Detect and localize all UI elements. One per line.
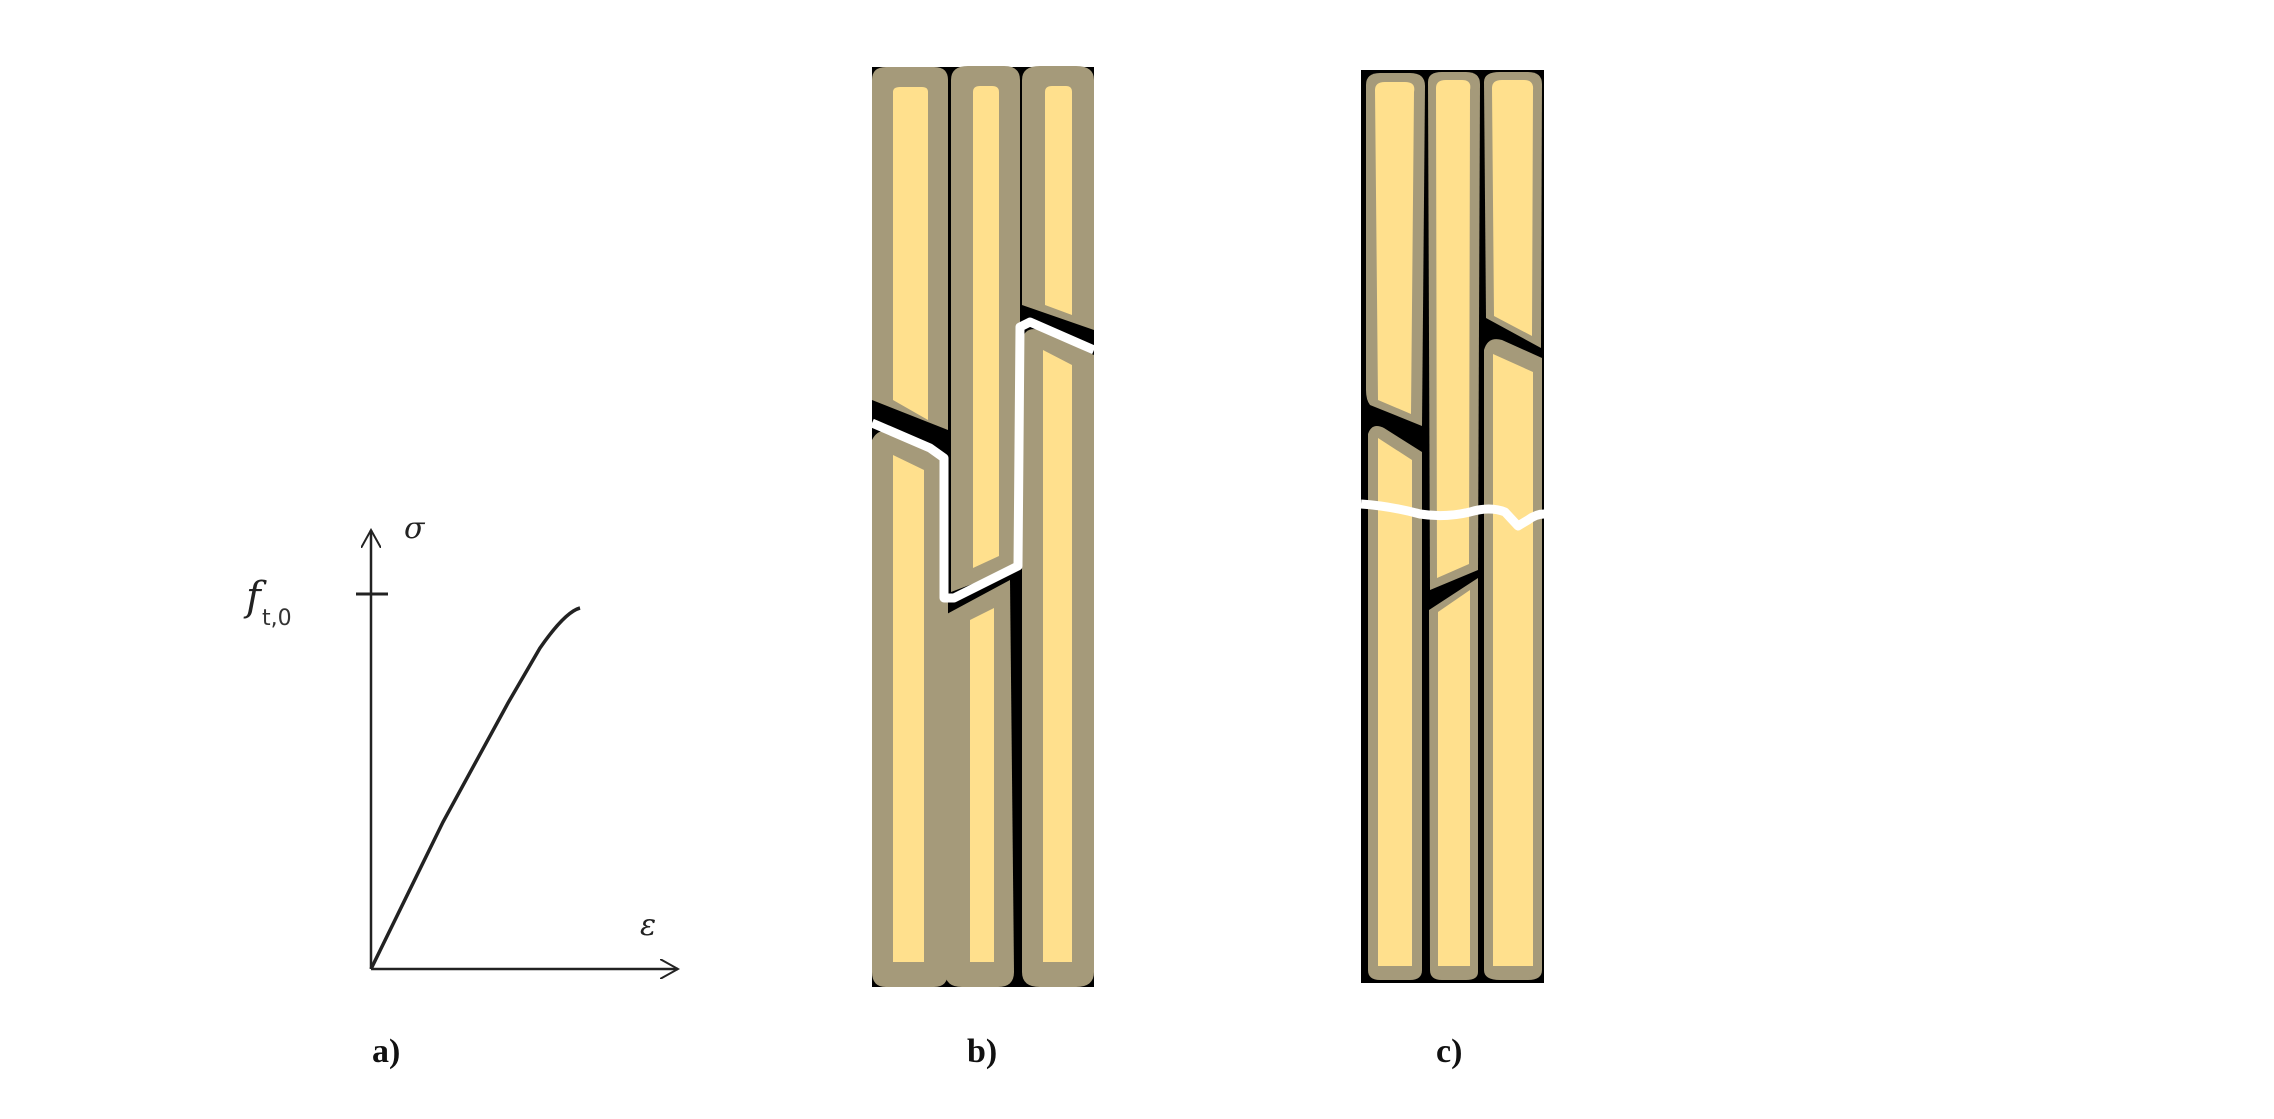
panel-label-a: a) — [372, 1033, 400, 1070]
lumen-b-left-top — [893, 87, 928, 420]
lumen-b-left-bottom — [893, 455, 924, 962]
lumen-b-middle-bottom — [970, 608, 994, 962]
sigma-label: σ — [404, 511, 426, 546]
fracture-line-b — [870, 317, 1096, 603]
lumen-c-right-top — [1492, 80, 1534, 336]
lumen-b-middle-top — [973, 86, 999, 568]
panel-label-b: b) — [967, 1033, 997, 1070]
lumen-c-right-bottom — [1493, 354, 1533, 966]
lumen-c-middle-bottom — [1438, 590, 1470, 966]
panel-b-fibre-bundle — [870, 66, 1096, 988]
fracture-line-c — [1360, 499, 1545, 531]
panel-a-stress-strain: σ ε f t,0 — [243, 511, 678, 969]
strength-subscript: t,0 — [262, 606, 292, 631]
lumen-c-left-bottom — [1378, 438, 1412, 966]
lumen-b-right-bottom — [1043, 350, 1072, 962]
lumen-c-middle-top — [1436, 80, 1471, 578]
panel-label-c: c) — [1436, 1033, 1462, 1070]
lumen-c-left-top — [1375, 82, 1415, 414]
stress-strain-curve — [371, 622, 578, 970]
lumen-b-right-top — [1045, 86, 1072, 315]
panel-c-fibre-bundle — [1360, 70, 1545, 983]
tension-curve — [369, 606, 581, 970]
epsilon-label: ε — [640, 908, 656, 943]
